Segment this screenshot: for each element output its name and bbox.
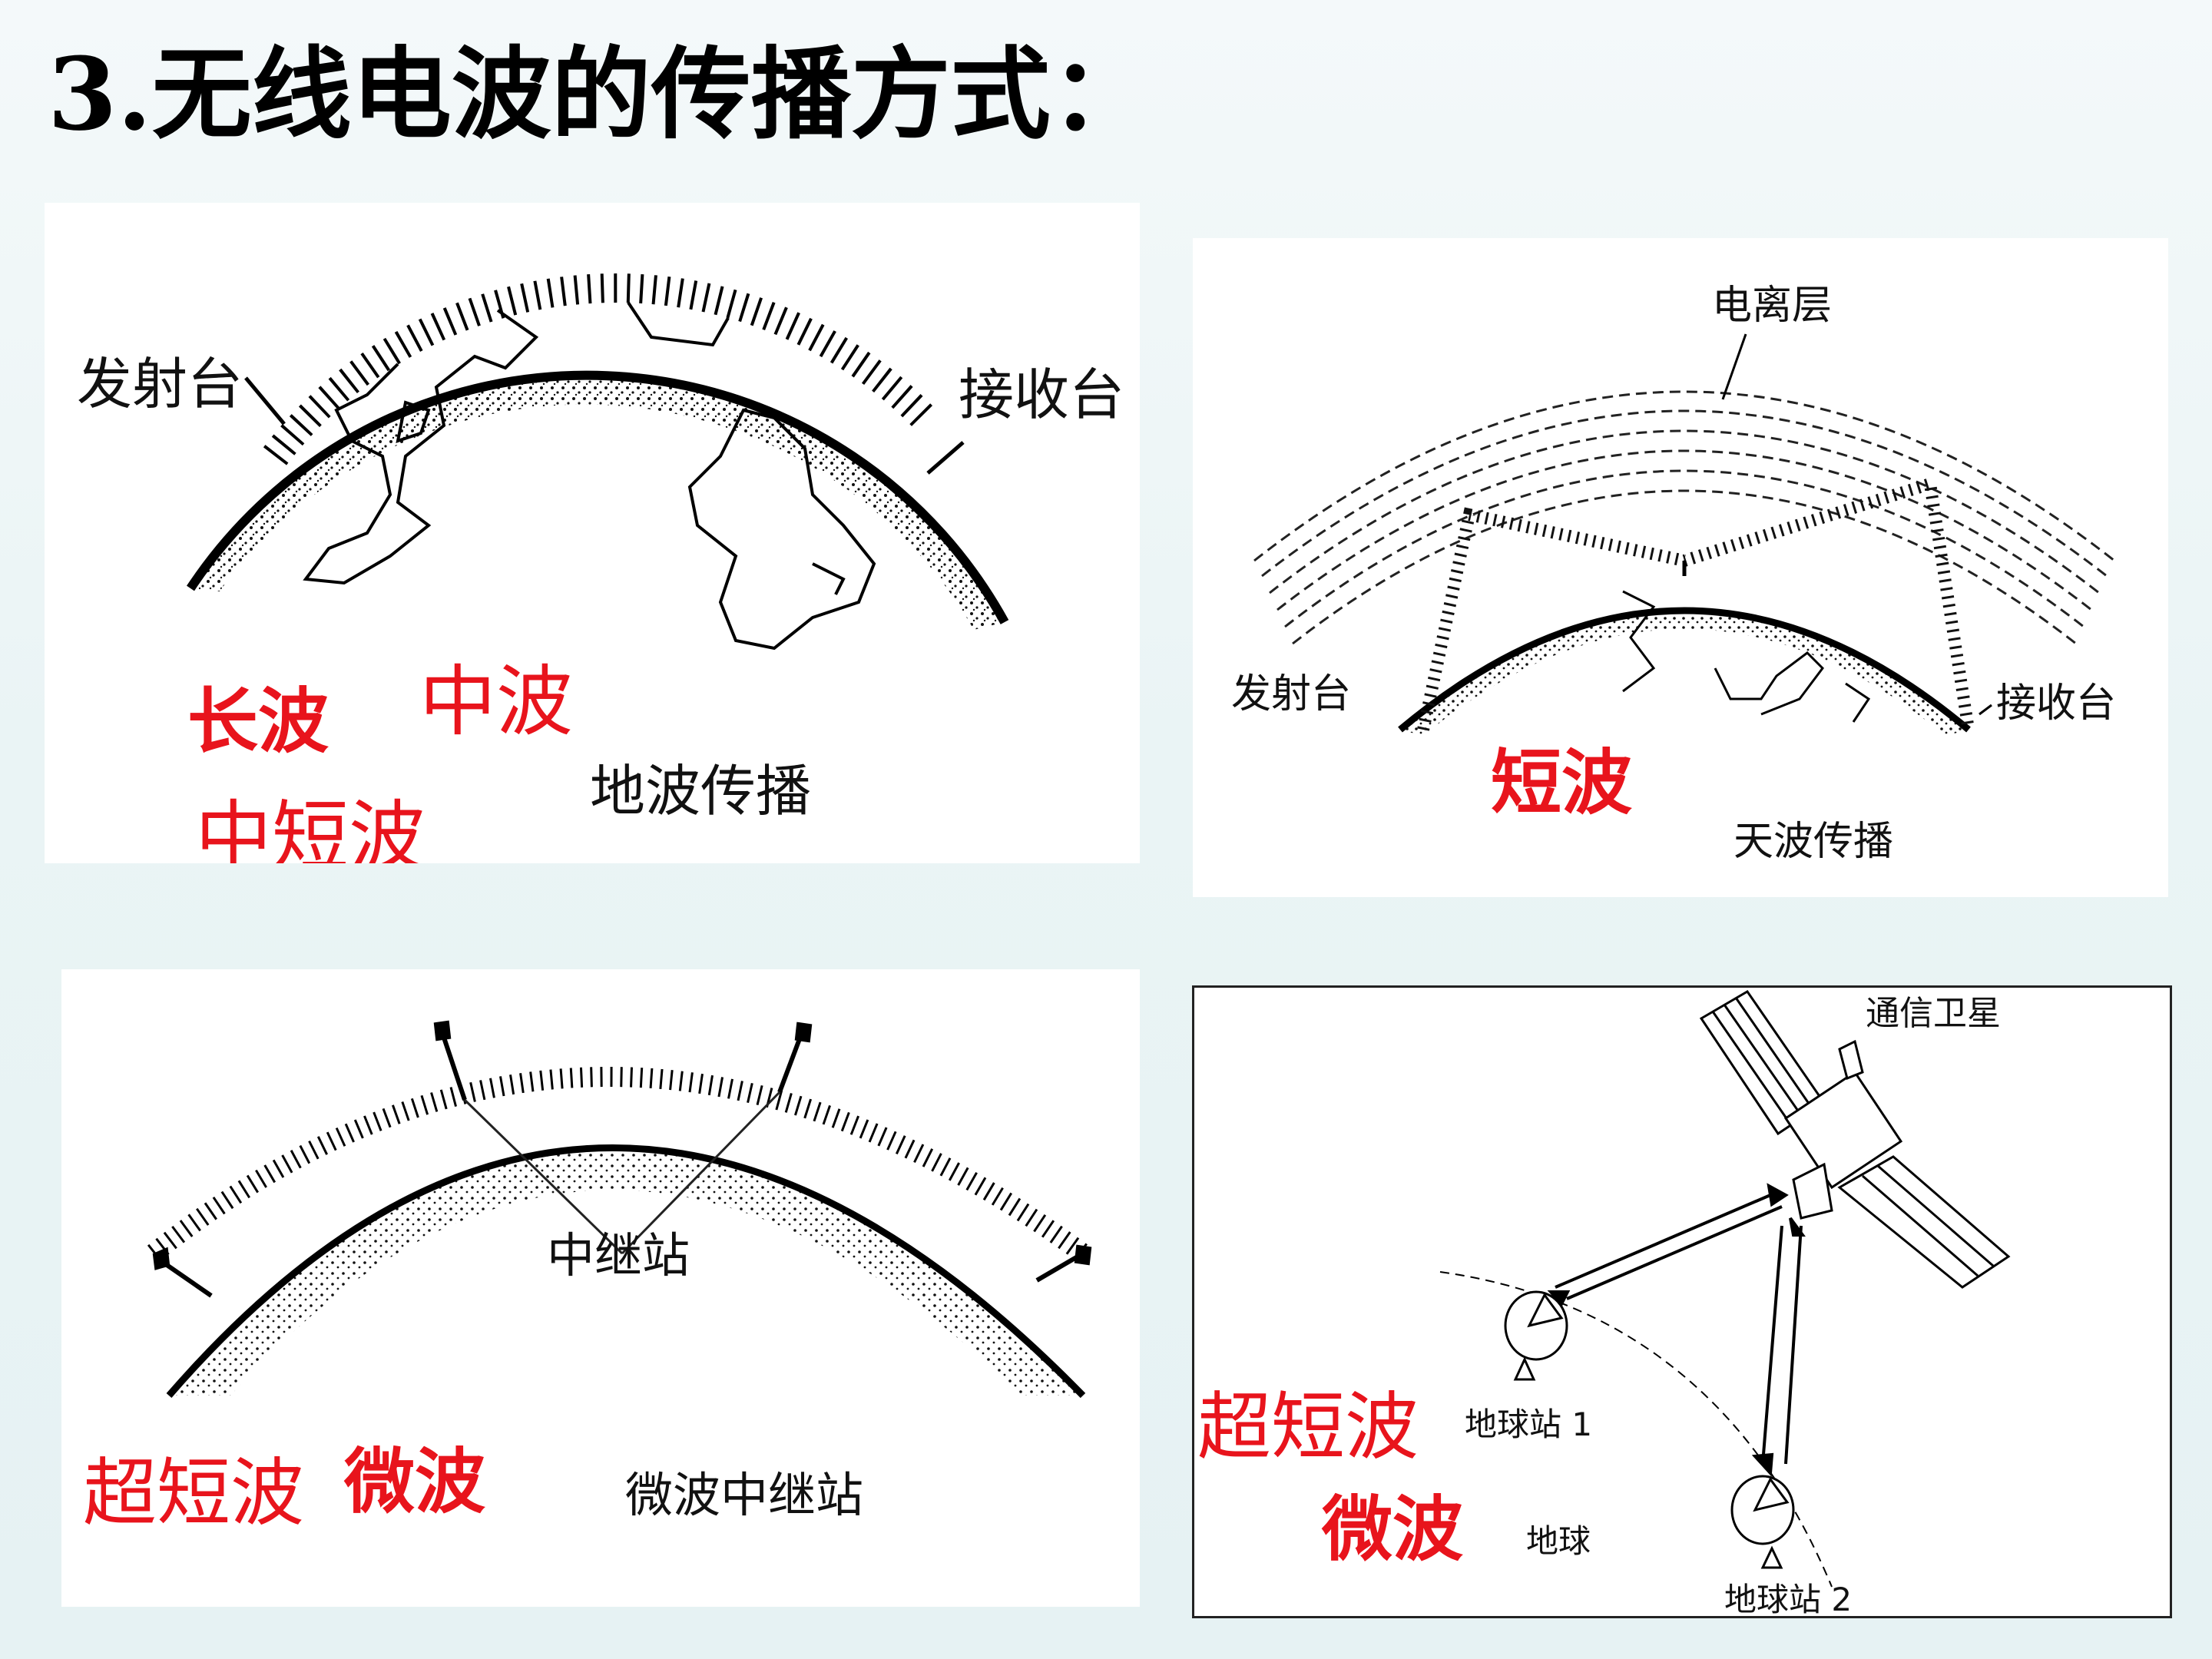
sky-wave-caption: 天波传播 bbox=[1734, 819, 1894, 865]
slide-title: 3.无线电波的传播方式： bbox=[48, 35, 1151, 153]
sky-transmitter-label: 发射台 bbox=[1231, 671, 1352, 717]
relay-panel: 中继站 微波中继站 超短波 微波 bbox=[61, 969, 1140, 1607]
earth-curve bbox=[1439, 1271, 1833, 1588]
ionosphere-layer bbox=[1253, 390, 2115, 645]
wave-type-ultrashort: 超短波 bbox=[83, 1450, 304, 1536]
earth-station-2-icon bbox=[1730, 1475, 1795, 1569]
wave-type-medium: 中波 bbox=[419, 657, 573, 747]
relay-beams bbox=[463, 1091, 781, 1255]
wave-type-microwave-sat: 微波 bbox=[1322, 1488, 1464, 1571]
sky-wave-diagram bbox=[1253, 333, 2115, 736]
wave-type-ultrashort-sat: 超短波 bbox=[1197, 1384, 1419, 1470]
earth-limb bbox=[187, 370, 1009, 630]
satellite-panel: 通信卫星 地球站 1 地球站 2 地球 超短波 微波 bbox=[1192, 985, 2172, 1618]
earth-limb bbox=[166, 1144, 1086, 1399]
satellite-icon bbox=[1699, 990, 2011, 1289]
ground-transmitter-label: 发射台 bbox=[77, 352, 243, 416]
uplink-downlink-arrows bbox=[1547, 1183, 1806, 1477]
ground-receiver-label: 接收台 bbox=[959, 363, 1125, 427]
sky-receiver-label: 接收台 bbox=[1996, 680, 2117, 727]
earth-label: 地球 bbox=[1526, 1522, 1591, 1560]
relay-towers bbox=[152, 1020, 1092, 1298]
earth-station-1-label: 地球站 1 bbox=[1465, 1406, 1593, 1443]
ground-wave-diagram bbox=[187, 273, 1009, 651]
wave-type-short: 短波 bbox=[1491, 742, 1633, 824]
wave-type-long: 长波 bbox=[187, 680, 329, 763]
transmitter-pointer bbox=[244, 376, 286, 426]
earth-station-1-icon bbox=[1504, 1290, 1568, 1381]
relay-station-label: 中继站 bbox=[547, 1227, 690, 1283]
satellite-label: 通信卫星 bbox=[1866, 994, 2001, 1033]
ground-wave-ticks bbox=[263, 273, 935, 465]
earth-station-2-label: 地球站 2 bbox=[1724, 1581, 1853, 1618]
relay-wave-ticks bbox=[147, 1067, 1089, 1262]
relay-caption: 微波中继站 bbox=[625, 1467, 864, 1523]
sky-wave-panel: 电离层 发射台 接收台 天波传播 短波 bbox=[1193, 238, 2168, 897]
receiver-pointer bbox=[926, 441, 965, 475]
satellite-diagram bbox=[1439, 990, 2011, 1588]
continent-outlines bbox=[303, 301, 876, 651]
earth-limb bbox=[1398, 607, 1971, 736]
wave-type-microwave: 微波 bbox=[344, 1441, 486, 1523]
ionosphere-pointer bbox=[1721, 333, 1747, 400]
ground-wave-panel: 发射台 接收台 地波传播 长波 中波 中短波 bbox=[45, 203, 1140, 863]
ground-wave-caption: 地波传播 bbox=[590, 759, 812, 823]
continent-outlines bbox=[1622, 590, 1871, 723]
wave-type-medium-short: 中短波 bbox=[195, 792, 426, 864]
relay-diagram bbox=[147, 1020, 1092, 1399]
ionosphere-label: 电离层 bbox=[1712, 283, 1833, 329]
